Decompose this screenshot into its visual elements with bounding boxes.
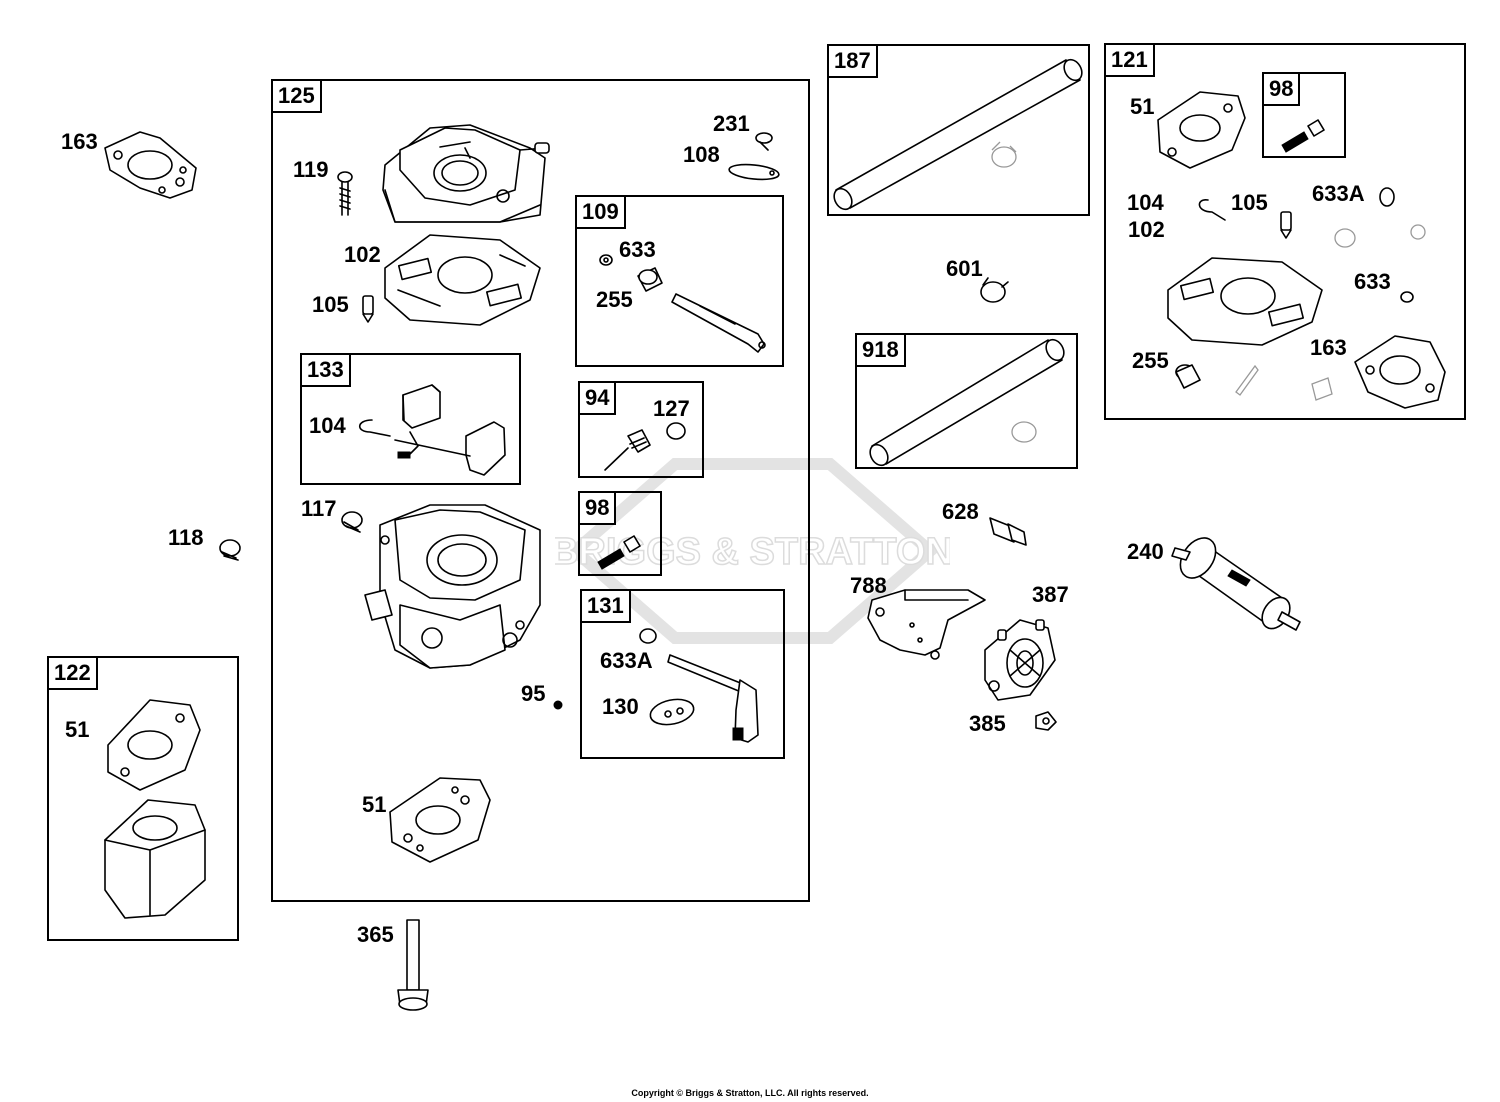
part-108-label: 108 bbox=[683, 142, 720, 167]
part-163-kit-label: 163 bbox=[1310, 335, 1347, 360]
part-601-label: 601 bbox=[946, 256, 983, 281]
group-109-box: 109 bbox=[575, 195, 784, 367]
part-51-kit122-label: 51 bbox=[65, 717, 90, 742]
part-104-label: 104 bbox=[309, 413, 346, 438]
part-633-kit-label: 633 bbox=[1354, 269, 1391, 294]
bolt-628-drawing bbox=[989, 517, 1027, 546]
part-118-label: 118 bbox=[168, 525, 204, 550]
group-131-label: 131 bbox=[580, 589, 631, 623]
gasket-102-drawing bbox=[384, 234, 541, 326]
screw-231-drawing bbox=[728, 132, 780, 181]
gasket-51-kit-drawing bbox=[1157, 91, 1246, 169]
gasket-163-drawing bbox=[104, 131, 197, 199]
part-95-label: 95 bbox=[521, 681, 546, 706]
needle-94-drawing bbox=[604, 422, 686, 471]
group-125-label: 125 bbox=[271, 79, 322, 113]
part-51-label: 51 bbox=[362, 792, 387, 817]
group-122-label: 122 bbox=[47, 656, 98, 690]
seal-633-kit-drawing bbox=[1400, 291, 1414, 303]
part-240-label: 240 bbox=[1127, 539, 1164, 564]
carburetor-body-drawing bbox=[364, 504, 541, 669]
group-94-box: 94 bbox=[578, 381, 704, 478]
group-121-box: 121 bbox=[1104, 43, 1466, 420]
part-385-label: 385 bbox=[969, 711, 1006, 736]
group-918-label: 918 bbox=[855, 333, 906, 367]
part-633A-kit-label: 633A bbox=[1312, 181, 1365, 206]
part-51-kit121-label: 51 bbox=[1130, 94, 1155, 119]
part-119-label: 119 bbox=[293, 157, 329, 182]
shaft-109-drawing bbox=[599, 254, 766, 353]
part-105-kit-label: 105 bbox=[1231, 190, 1268, 215]
spring-screw-98-drawing bbox=[597, 535, 641, 570]
clamp-601-drawing bbox=[980, 277, 1009, 303]
group-98-label: 98 bbox=[578, 491, 617, 525]
part-387-label: 387 bbox=[1032, 582, 1069, 607]
choke-133-drawing bbox=[358, 384, 506, 476]
fitting-118-drawing bbox=[219, 539, 241, 561]
carburetor-top-drawing bbox=[382, 124, 550, 223]
copyright-notice: Copyright © Briggs & Stratton, LLC. All … bbox=[631, 1088, 869, 1098]
group-98-kit-label: 98 bbox=[1262, 72, 1301, 106]
group-918-box: 918 bbox=[855, 333, 1078, 469]
part-127-label: 127 bbox=[653, 396, 690, 421]
part-255-label: 255 bbox=[596, 287, 633, 312]
hose-187-drawing bbox=[833, 58, 1083, 211]
part-633-label: 633 bbox=[619, 237, 656, 262]
gasket-163-kit-drawing bbox=[1354, 335, 1446, 409]
part-102-label: 102 bbox=[344, 242, 381, 267]
group-98-box: 98 bbox=[578, 491, 662, 576]
part-255-kit-label: 255 bbox=[1132, 348, 1169, 373]
gasket-122-drawing bbox=[104, 699, 206, 919]
part-163-label: 163 bbox=[61, 129, 98, 154]
part-365-label: 365 bbox=[357, 922, 394, 947]
part-130-label: 130 bbox=[602, 694, 639, 719]
group-109-label: 109 bbox=[575, 195, 626, 229]
hose-918-drawing bbox=[869, 338, 1065, 467]
part-117-label: 117 bbox=[301, 496, 337, 521]
fitting-117-drawing bbox=[341, 511, 363, 533]
part-104-kit-label: 104 bbox=[1127, 190, 1164, 215]
group-187-label: 187 bbox=[827, 44, 878, 78]
gasket-51-drawing bbox=[389, 777, 491, 863]
group-187-box: 187 bbox=[827, 44, 1090, 216]
part-105-label: 105 bbox=[312, 292, 349, 317]
group-133-box: 133 bbox=[300, 353, 521, 485]
screw-119-drawing bbox=[337, 171, 353, 216]
group-131-box: 131 bbox=[580, 589, 785, 759]
bolt-365-drawing bbox=[397, 919, 429, 1011]
clip-104-kit-drawing bbox=[1198, 199, 1226, 221]
part-231-label: 231 bbox=[713, 111, 750, 136]
group-94-label: 94 bbox=[578, 381, 617, 415]
needle-105-drawing bbox=[362, 295, 374, 323]
group-122-box: 122 bbox=[47, 656, 239, 941]
part-102-kit-label: 102 bbox=[1128, 217, 1165, 242]
part-633A-label: 633A bbox=[600, 648, 653, 673]
gasket-102-kit-drawing bbox=[1167, 257, 1323, 346]
group-121-label: 121 bbox=[1104, 43, 1155, 77]
screw-95-drawing bbox=[553, 700, 563, 710]
part-788-label: 788 bbox=[850, 573, 887, 598]
fuel-filter-240-drawing bbox=[1171, 537, 1301, 631]
group-98-kit-box: 98 bbox=[1262, 72, 1346, 158]
fuel-pump-387-drawing bbox=[984, 619, 1056, 701]
screw-385-drawing bbox=[1035, 711, 1057, 731]
seal-633A-kit-drawing bbox=[1334, 187, 1426, 248]
bracket-788-drawing bbox=[867, 589, 986, 660]
part-628-label: 628 bbox=[942, 499, 979, 524]
tube-255-kit-drawing bbox=[1175, 364, 1333, 401]
group-125-box: 125 bbox=[271, 79, 810, 902]
throttle-131-drawing bbox=[639, 628, 759, 743]
spring-screw-98-kit-drawing bbox=[1281, 119, 1325, 153]
needle-105-kit-drawing bbox=[1280, 211, 1292, 239]
group-133-label: 133 bbox=[300, 353, 351, 387]
